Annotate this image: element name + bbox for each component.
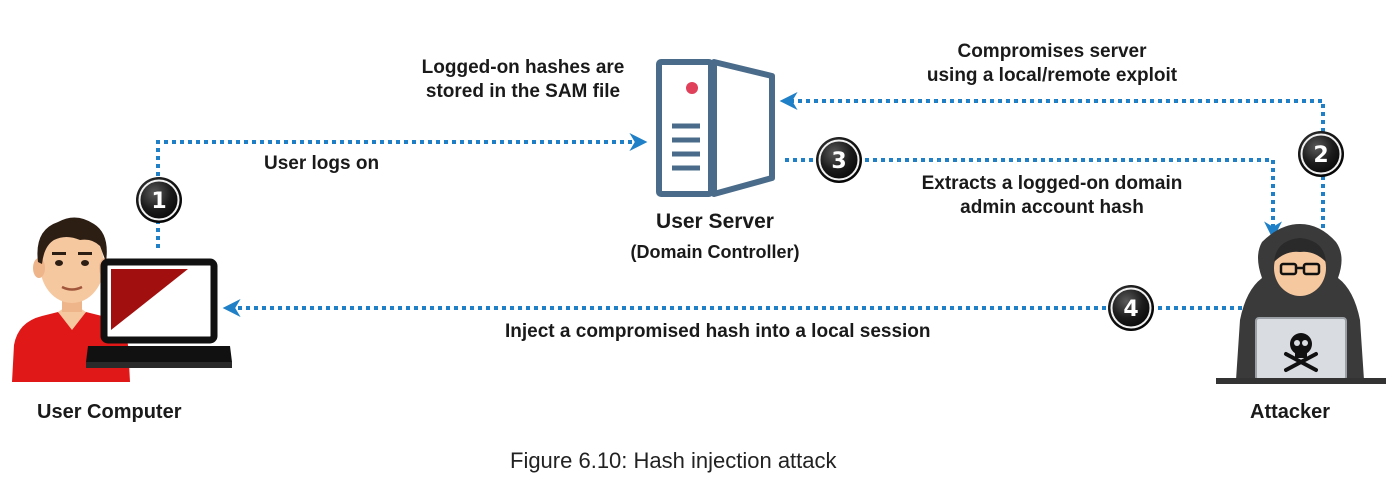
- sam-note-line-1: Logged-on hashes are: [421, 57, 625, 78]
- step-badge-3: 3: [816, 137, 862, 183]
- arrow-user-logs-on: [156, 133, 648, 248]
- step-3-label-line-2: admin account hash: [960, 197, 1144, 218]
- attacker-label: Attacker: [1250, 401, 1331, 423]
- step-2-label-line-2: using a local/remote exploit: [926, 65, 1178, 86]
- step-badge-4-number: 4: [1123, 297, 1138, 322]
- step-3-label: Extracts a logged-on domain admin accoun…: [892, 172, 1212, 220]
- step-badge-2: 2: [1298, 131, 1344, 177]
- laptop-screen-red: [111, 269, 188, 330]
- step-badge-4: 4: [1108, 285, 1154, 331]
- step-2-label-line-1: Compromises server: [957, 41, 1147, 62]
- figure-caption: Figure 6.10: Hash injection attack: [510, 448, 837, 473]
- hooded-hacker-icon: [1216, 224, 1386, 384]
- server-icon: [656, 59, 775, 197]
- server-title: User Server: [656, 210, 774, 233]
- step-1-label-line-1: User logs on: [264, 153, 380, 174]
- laptop-icon: [86, 258, 232, 368]
- step-badge-1: 1: [136, 177, 182, 223]
- sam-note-line-2: stored in the SAM file: [425, 81, 621, 102]
- arrow-extract-hash: [785, 158, 1282, 240]
- server-subtitle: (Domain Controller): [630, 242, 800, 262]
- step-2-label: Compromises server using a local/remote …: [892, 40, 1212, 88]
- server-status-light: [686, 82, 698, 94]
- step-badge-2-number: 2: [1313, 143, 1328, 168]
- step-badge-1-number: 1: [151, 189, 166, 214]
- step-1-label: User logs on: [264, 152, 379, 176]
- skull-icon: [1284, 333, 1318, 372]
- step-badge-3-number: 3: [831, 149, 846, 174]
- sam-note: Logged-on hashes are stored in the SAM f…: [413, 56, 633, 104]
- step-4-label-line-1: Inject a compromised hash into a local s…: [505, 321, 931, 342]
- arrow-compromise-server: [779, 92, 1325, 228]
- user-computer-label: User Computer: [37, 401, 182, 423]
- step-3-label-line-1: Extracts a logged-on domain: [921, 173, 1183, 194]
- step-4-label: Inject a compromised hash into a local s…: [505, 320, 931, 344]
